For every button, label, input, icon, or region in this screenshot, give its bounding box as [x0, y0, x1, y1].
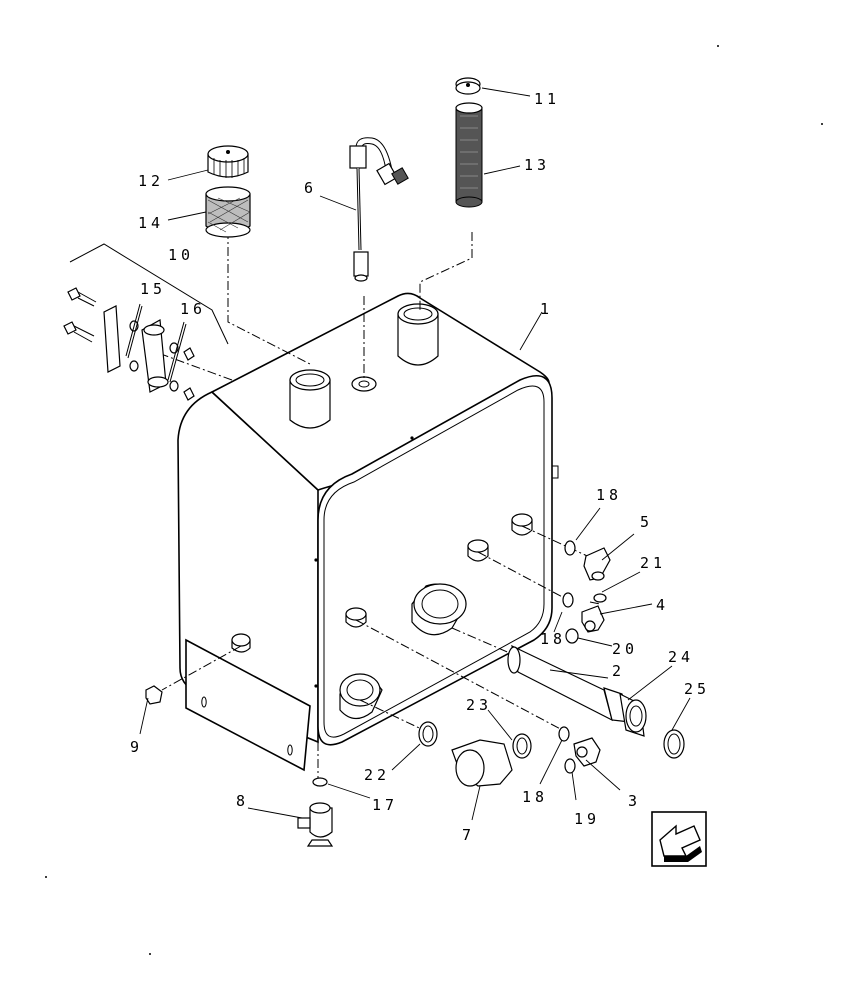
callout-17: 17 — [372, 796, 398, 814]
callout-20: 20 — [612, 640, 638, 658]
filler-neck-left — [289, 369, 331, 429]
fitting-5 — [564, 540, 611, 581]
callout-18-bottom: 18 — [522, 788, 548, 806]
callout-6: 6 — [304, 179, 317, 197]
callout-3: 3 — [628, 792, 641, 810]
elbow-7 — [451, 739, 513, 787]
bolt-upper — [67, 287, 97, 307]
callout-22: 22 — [364, 766, 390, 784]
filler-cap — [207, 145, 249, 178]
callout-1: 1 — [540, 300, 553, 318]
o-ring-18-lower — [558, 726, 570, 742]
o-ring-17 — [312, 777, 328, 787]
callout-10: 10 — [168, 246, 194, 264]
callout-14: 14 — [138, 214, 164, 232]
sight-gauge-kit — [63, 243, 229, 401]
o-ring-19 — [564, 758, 576, 774]
callout-25: 25 — [684, 680, 710, 698]
fitting-4 — [562, 592, 605, 633]
drain-plug — [145, 685, 163, 705]
callout-13: 13 — [524, 156, 550, 174]
callout-11: 11 — [534, 90, 560, 108]
callout-12: 12 — [138, 172, 164, 190]
callout-5: 5 — [640, 513, 653, 531]
callout-15: 15 — [140, 280, 166, 298]
callout-16: 16 — [180, 300, 206, 318]
fitting-3 — [573, 737, 601, 767]
basket-strainer — [205, 186, 251, 238]
callout-labels: 1 2 3 4 5 6 7 8 9 10 11 12 13 14 15 16 1… — [130, 90, 710, 844]
filler-neck-right — [397, 303, 439, 366]
callout-7: 7 — [462, 826, 475, 844]
strainer-tube — [455, 102, 483, 208]
o-ring-25 — [663, 729, 685, 759]
callout-18-middle: 18 — [540, 630, 566, 648]
callout-24: 24 — [668, 648, 694, 666]
leader-lines — [139, 87, 691, 821]
filter-element-2 — [507, 644, 647, 737]
o-ring-21 — [593, 593, 607, 603]
callout-18-top: 18 — [596, 486, 622, 504]
callout-23: 23 — [466, 696, 492, 714]
o-ring-23 — [512, 733, 532, 759]
tank-bottom-plate — [185, 638, 311, 772]
callout-21: 21 — [640, 554, 666, 572]
level-sender — [349, 137, 409, 282]
callout-9: 9 — [130, 738, 143, 756]
sender-boss — [351, 376, 377, 392]
bolt-lower — [63, 321, 95, 343]
o-ring-22 — [418, 721, 438, 747]
large-port-lower — [339, 673, 383, 720]
arrow-navigation-icon[interactable] — [651, 811, 707, 867]
breather-cap — [455, 77, 481, 95]
callout-2: 2 — [612, 662, 625, 680]
drain-valve — [297, 802, 334, 847]
callout-19: 19 — [574, 810, 600, 828]
callout-8: 8 — [236, 792, 249, 810]
large-port-center — [411, 583, 467, 636]
o-ring-20 — [565, 628, 579, 644]
callout-4: 4 — [656, 596, 669, 614]
